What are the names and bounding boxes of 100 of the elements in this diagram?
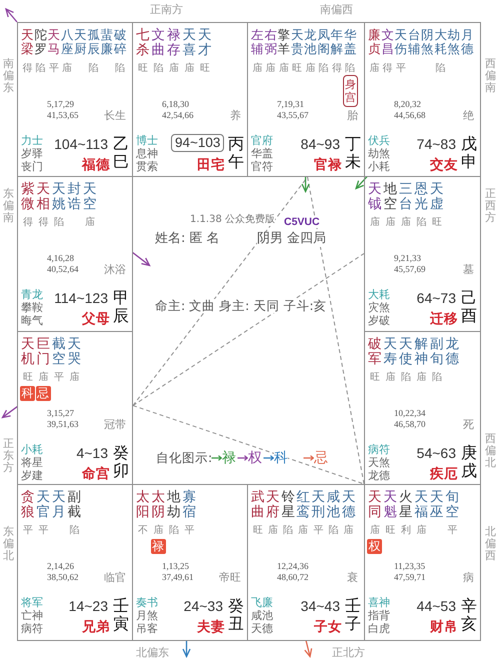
brightness-label: 庙 (168, 64, 180, 74)
brightness-label: 庙 (384, 373, 396, 383)
spirit-name: 劫煞 (368, 148, 390, 159)
brightness-label: 庙 (384, 218, 396, 228)
stem-branch-label: 戊申 (461, 135, 477, 170)
spirit-name: 天德 (251, 623, 273, 634)
brightness-label: 平 (394, 64, 407, 74)
palace-cell (17, 176, 133, 332)
decade-range: 64~73 (416, 291, 456, 305)
star-name: 八座 (60, 28, 74, 56)
spirit-name: 岁破 (368, 315, 390, 326)
star-name: 天虚 (430, 182, 444, 212)
spirit-name: 奏书 (136, 597, 158, 608)
palace-name: 夫妻 (197, 621, 225, 634)
brightness-label: 陷 (327, 526, 340, 536)
star-name: 七杀 (136, 28, 150, 58)
spirit-name: 吊客 (136, 623, 158, 634)
direction-label: 正北方 (332, 647, 365, 660)
brightness-label: 庙 (342, 526, 355, 536)
palace-name: 兄弟 (82, 621, 110, 634)
master-star-label: 命主: 文曲 身主: 天同 子斗:亥 (155, 299, 327, 314)
star-name: 副旬 (430, 337, 444, 367)
spirit-name: 官府 (251, 135, 273, 146)
palace-cell (364, 176, 481, 332)
star-name: 太阳 (136, 490, 150, 520)
spirit-name: 伏兵 (368, 135, 390, 146)
decade-range: 4~13 (76, 446, 108, 460)
palace-cell (132, 484, 248, 641)
star-name: 天贵 (290, 28, 304, 56)
spirit-name: 丧门 (21, 161, 43, 172)
brightness-label: 庙 (415, 373, 428, 383)
direction-label: 正东方 (3, 438, 14, 474)
decade-range: 84~93 (300, 137, 340, 151)
brightness-label: 旺 (368, 373, 381, 383)
spirit-name: 岁驿 (21, 148, 43, 159)
decade-range: 74~83 (416, 137, 456, 151)
brightness-label: 庙 (400, 218, 412, 228)
legend-label: 忌 (314, 451, 328, 465)
stem-branch-label: 壬子 (345, 597, 361, 632)
dashed-line (132, 253, 364, 406)
brightness-label: 庙 (152, 526, 164, 536)
decade-range: 44~53 (416, 599, 456, 613)
star-name: 咸池 (326, 490, 340, 520)
star-name: 台辅 (408, 28, 420, 56)
age-numbers: 11,23,35 47,59,71 (394, 561, 426, 583)
star-name: 贪狼 (21, 490, 34, 520)
brightness-label: 旺 (291, 64, 303, 74)
spirit-name: 贯索 (136, 161, 158, 172)
life-stage-label: 临官 (104, 572, 126, 583)
palace-name: 官禄 (314, 159, 342, 172)
decade-range: 54~63 (416, 446, 456, 460)
legend-label: 科 (274, 451, 288, 465)
star-name: 地空 (384, 182, 397, 212)
star-name: 天梁 (21, 28, 34, 56)
star-name: 左辅 (251, 28, 264, 56)
palace-name: 命宫 (82, 468, 110, 482)
brightness-label: 庙 (278, 64, 290, 74)
direction-label: 南偏西 (320, 4, 353, 17)
spirit-name: 月煞 (136, 610, 158, 621)
spirit-name: 灾煞 (368, 302, 390, 313)
star-name: 廉贞 (368, 28, 380, 56)
spirit-name: 小耗 (21, 444, 43, 455)
palace-name: 福德 (82, 159, 110, 172)
star-name: 右弼 (264, 28, 277, 56)
star-name: 天相 (36, 182, 50, 212)
spirit-name: 华盖 (251, 148, 273, 159)
palace-name: 子女 (314, 621, 342, 634)
brightness-label: 陷 (88, 64, 100, 74)
star-name: 年解 (330, 28, 343, 56)
spirit-name: 力士 (21, 135, 43, 146)
age-numbers: 2,14,26 38,50,62 (47, 561, 80, 583)
spirit-name: 青龙 (21, 289, 43, 300)
spirit-name: 白虎 (368, 623, 390, 634)
brightness-label: 旺 (198, 64, 211, 74)
brightness-label: 平 (48, 64, 60, 74)
star-name: 劫煞 (448, 28, 460, 56)
user-code: C5VUC (284, 216, 320, 228)
brightness-label: 庙 (368, 218, 381, 228)
spirit-name: 息神 (136, 148, 158, 159)
brightness-label: 平 (22, 526, 34, 536)
decade-range: 114~123 (54, 291, 108, 305)
brightness-label: 旺 (136, 64, 149, 74)
direction-label: 南偏东 (3, 58, 14, 94)
star-name: 阴煞 (421, 28, 434, 56)
direction-label: 正西方 (485, 188, 496, 224)
spirit-name: 病符 (21, 623, 43, 634)
palace-cell (17, 484, 133, 641)
name-label: 姓名: 匿 名 (155, 232, 220, 247)
age-numbers: 6,18,30 42,54,66 (162, 99, 194, 121)
brightness-label: 庙 (61, 64, 73, 74)
brightness-label: 陷 (282, 526, 294, 536)
transform-badge: 科 (20, 386, 35, 401)
star-name: 陀罗 (34, 28, 47, 56)
brightness-label: 平 (312, 526, 324, 536)
age-numbers: 9,21,33 45,57,69 (394, 253, 426, 275)
brightness-label: 陷 (168, 526, 180, 536)
spirit-name: 将军 (21, 597, 43, 608)
brightness-label: 庙 (266, 526, 279, 536)
stem-branch-label: 辛亥 (461, 597, 477, 632)
brightness-label: 陷 (344, 64, 356, 74)
